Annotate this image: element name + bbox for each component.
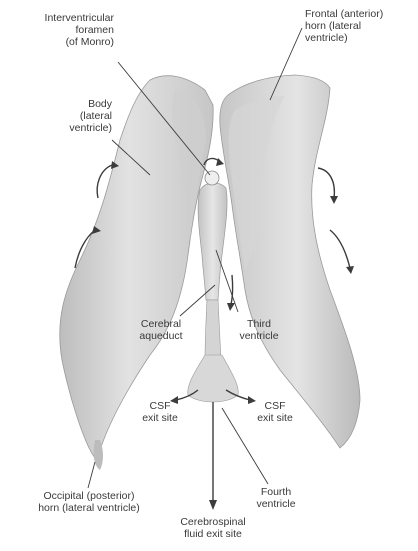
third-line-1: Third: [228, 318, 290, 330]
third-line-2: ventricle: [228, 330, 290, 342]
third-ventricle: [198, 183, 227, 300]
label-csf-exit-right: CSF exit site: [250, 400, 300, 424]
foramen-line-1: Interventricular: [12, 12, 114, 24]
third-ventricle-arrowhead: [227, 303, 235, 311]
occipital-line-1: Occipital (posterior): [14, 490, 164, 502]
label-occipital-horn: Occipital (posterior) horn (lateral vent…: [14, 490, 164, 514]
right-upper-arrowhead: [330, 196, 338, 204]
csf-right-line-1: CSF: [250, 400, 300, 412]
right-upper-flow-arrow: [318, 168, 334, 198]
label-body: Body (lateral ventricle): [40, 98, 112, 134]
label-cerebral-aqueduct: Cerebral aqueduct: [128, 318, 194, 342]
spinal-arrowhead: [209, 500, 217, 510]
occipital-leader: [88, 462, 95, 488]
fourth-line-1: Fourth: [244, 486, 308, 498]
csf-right-line-2: exit site: [250, 412, 300, 424]
aqueduct-line-2: aqueduct: [128, 330, 194, 342]
csf-left-line-1: CSF: [135, 400, 185, 412]
body-line-2: (lateral: [40, 110, 112, 122]
label-fourth-ventricle: Fourth ventricle: [244, 486, 308, 510]
cerebrospinal-line-1: Cerebrospinal: [163, 516, 263, 528]
foramen-line-3: (of Monro): [12, 36, 114, 48]
frontal-line-1: Frontal (anterior): [305, 8, 383, 20]
label-interventricular-foramen: Interventricular foramen (of Monro): [12, 12, 114, 48]
right-lower-flow-arrow: [330, 230, 350, 268]
label-frontal-horn: Frontal (anterior) horn (lateral ventric…: [305, 8, 383, 44]
label-csf-exit-left: CSF exit site: [135, 400, 185, 424]
label-cerebrospinal-exit: Cerebrospinal fluid exit site: [163, 516, 263, 540]
occipital-line-2: horn (lateral ventricle): [14, 502, 164, 514]
fourth-ventricle-shape: [188, 355, 239, 402]
fourth-line-2: ventricle: [244, 498, 308, 510]
label-third-ventricle: Third ventricle: [228, 318, 290, 342]
third-ventricle-flow-arrow: [231, 275, 233, 305]
interventricular-foramen-shape: [205, 171, 219, 185]
body-line-3: ventricle): [40, 122, 112, 134]
frontal-line-2: horn (lateral: [305, 20, 383, 32]
foramen-line-2: foramen: [12, 24, 114, 36]
cerebral-aqueduct-shape: [205, 300, 221, 360]
body-line-1: Body: [40, 98, 112, 110]
cerebrospinal-line-2: fluid exit site: [163, 528, 263, 540]
csf-left-line-2: exit site: [135, 412, 185, 424]
right-lower-arrowhead: [346, 266, 354, 274]
frontal-line-3: ventricle): [305, 32, 383, 44]
aqueduct-line-1: Cerebral: [128, 318, 194, 330]
